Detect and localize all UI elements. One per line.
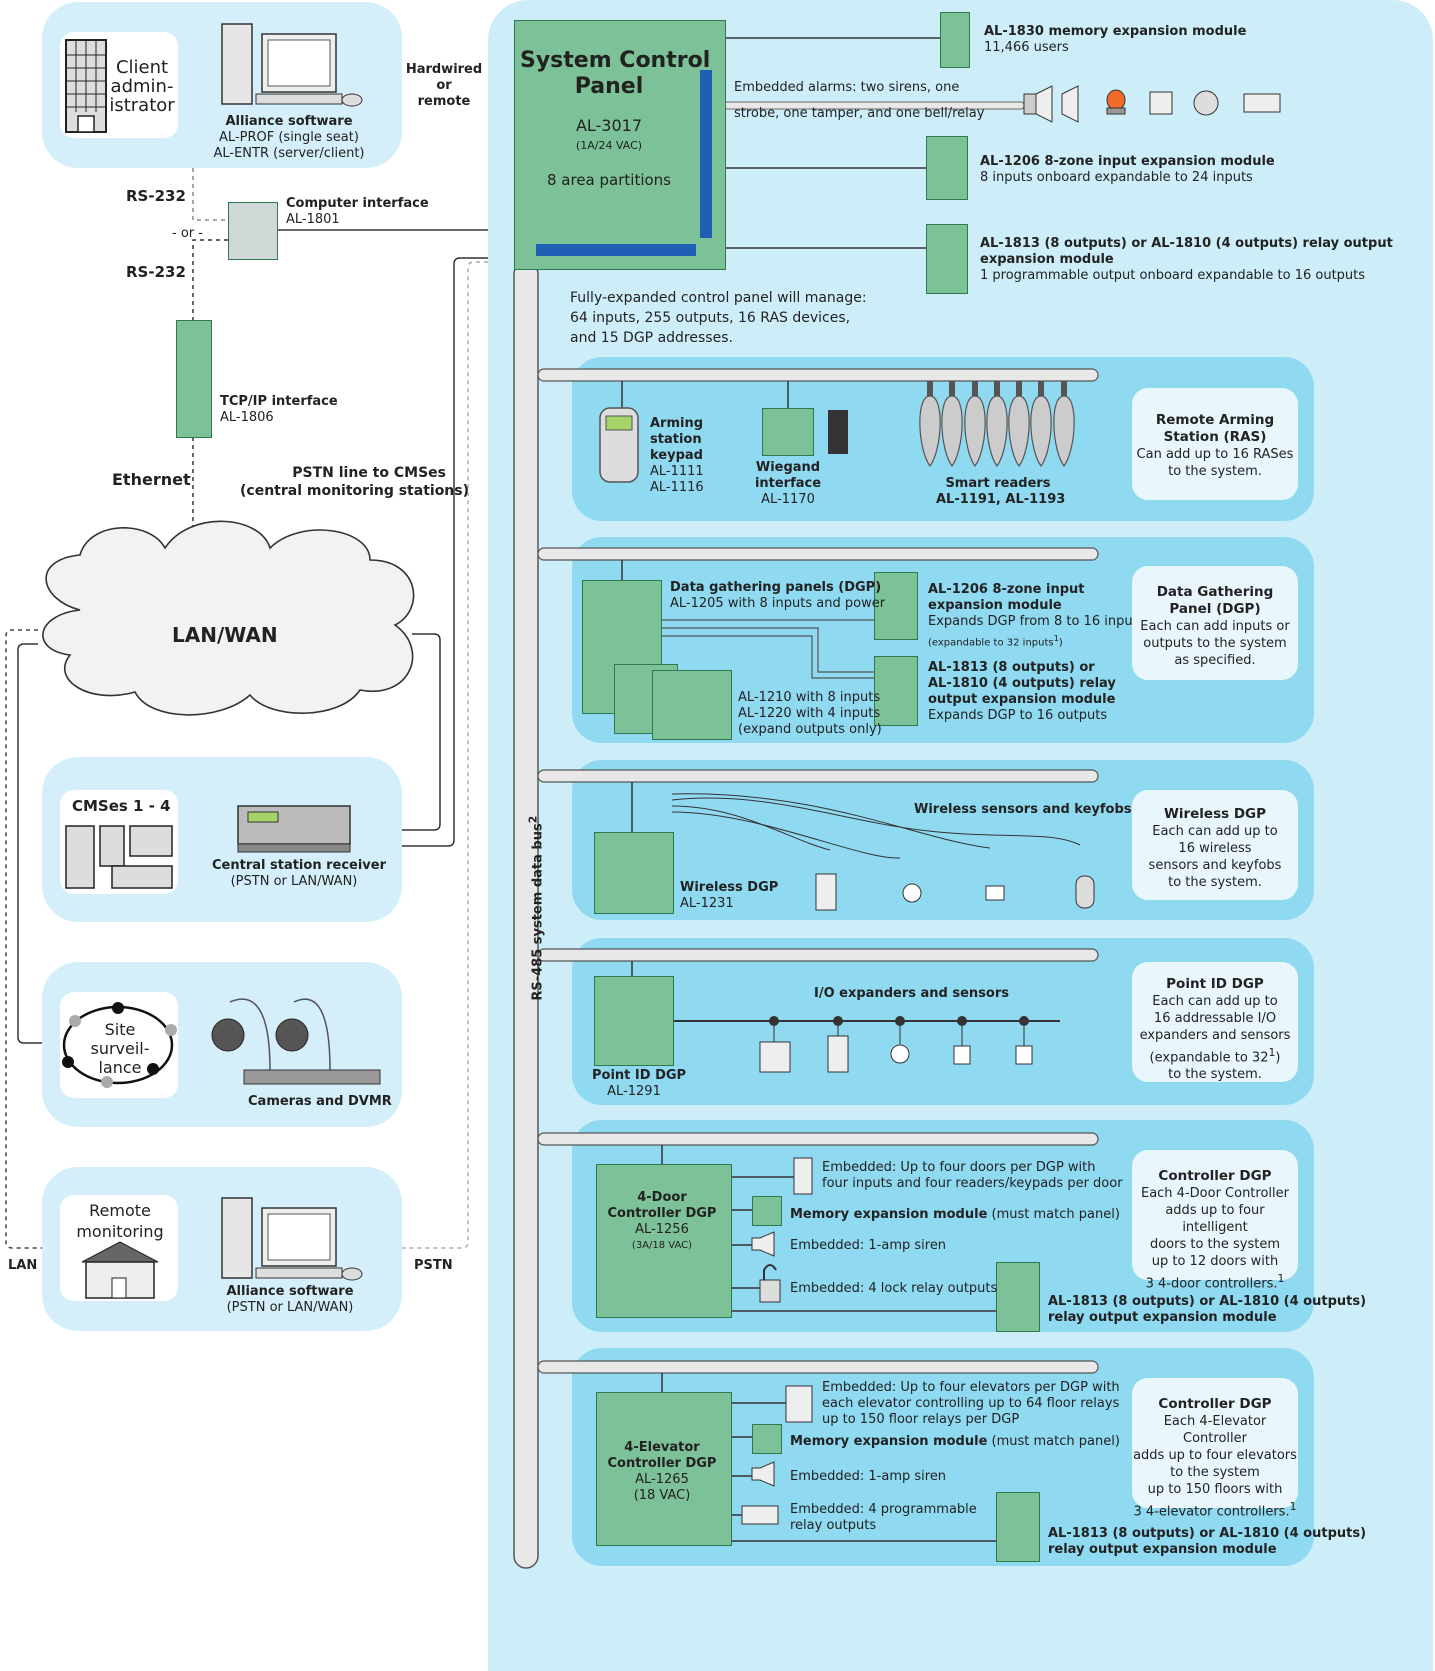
dgp-input-board [874, 572, 918, 640]
cloud-label: LAN/WAN [172, 623, 278, 647]
lan-label: LAN [8, 1258, 38, 1273]
elevator-memory-board [752, 1424, 782, 1454]
wireless-sensors-label: Wireless sensors and keyfobs [914, 802, 1132, 817]
elevator-relay-board [996, 1492, 1040, 1562]
elevator-info: Controller DGP Each 4-Elevator Controlle… [1132, 1378, 1298, 1519]
door-relay-label: AL-1813 (8 outputs) or AL-1810 (4 output… [1048, 1294, 1367, 1325]
ethernet-label: Ethernet [112, 470, 191, 489]
elevator-relay-label: AL-1813 (8 outputs) or AL-1810 (4 output… [1048, 1526, 1367, 1557]
memory-module-board [940, 12, 970, 68]
scp-title: System Control Panel [520, 48, 711, 99]
rs232-top-label: RS-232 [126, 187, 186, 205]
scp-power: (1A/24 VAC) [575, 139, 643, 152]
pointid-sensors-label: I/O expanders and sensors [814, 986, 1009, 1001]
or-label: - or - [172, 226, 203, 241]
dgp-board-3 [652, 670, 732, 740]
elevator-memory-label: Memory expansion module (must match pane… [790, 1434, 1120, 1449]
readers-label: Smart readers AL-1191, AL-1193 [936, 476, 1066, 507]
pstn-label: PSTN [414, 1258, 453, 1273]
dgp-models-label: AL-1210 with 8 inputs AL-1220 with 4 inp… [738, 690, 882, 737]
ras-info: Remote Arming Station (RAS) Can add up t… [1132, 388, 1298, 500]
door-memory-label: Memory expansion module (must match pane… [790, 1207, 1120, 1222]
embedded-alarms-l1: Embedded alarms: two sirens, one [734, 80, 960, 95]
relay-expansion-board [926, 224, 968, 294]
keypad-label: Arming station keypad AL-1111 AL-1116 [650, 416, 704, 495]
wiegand-board [762, 408, 814, 456]
dgp-label: Data gathering panels (DGP) AL-1205 with… [670, 580, 886, 611]
system-control-panel-board [514, 20, 726, 270]
rs232-bottom-label: RS-232 [126, 263, 186, 281]
door-lock-label: Embedded: 4 lock relay outputs [790, 1281, 998, 1296]
wireless-dgp-label: Wireless DGP AL-1231 [680, 880, 779, 911]
dgp-relay-board [874, 656, 918, 726]
door-siren-label: Embedded: 1-amp siren [790, 1238, 947, 1253]
elevator-controller-board [596, 1392, 732, 1546]
scp-terminal-bottom [536, 244, 696, 256]
scp-summary: Fully-expanded control panel will manage… [570, 290, 867, 346]
wireless-info: Wireless DGP Each can add up to 16 wirel… [1132, 790, 1298, 900]
elevator-prog-label: Embedded: 4 programmable relay outputs [790, 1502, 977, 1533]
pointid-dgp-label: Point ID DGP AL-1291 [592, 1068, 687, 1099]
embedded-alarms-l2: strobe, one tamper, and one bell/relay [734, 106, 985, 121]
dgp-input-label: AL-1206 8-zone input expansion module Ex… [928, 582, 1145, 649]
elevator-controller-label: 4-Elevator Controller DGP AL-1265 (18 VA… [607, 1440, 717, 1503]
bus-label: RS-485 system data bus2 [526, 815, 546, 1001]
cms-receiver-label: Central station receiver (PSTN or LAN/WA… [212, 858, 387, 889]
tcpip-board [176, 320, 212, 438]
pstn-cms-label: PSTN line to CMSes (central monitoring s… [240, 465, 470, 499]
relay-module-label: AL-1813 (8 outputs) or AL-1810 (4 output… [980, 236, 1393, 283]
scp-model: AL-3017 [575, 116, 643, 135]
wireless-dgp-board [594, 832, 674, 914]
client-software: Alliance software AL-PROF (single seat) … [213, 114, 365, 161]
door-embedded-label: Embedded: Up to four doors per DGP with … [822, 1160, 1123, 1191]
scp-partitions: 8 area partitions [546, 171, 671, 189]
dgp-info: Data Gathering Panel (DGP) Each can add … [1132, 566, 1298, 680]
pointid-dgp-board [594, 976, 674, 1066]
client-title: Client admin- istrator [109, 57, 175, 116]
site-title: Site surveil- lance [90, 1020, 150, 1077]
door-relay-board [996, 1262, 1040, 1332]
wiegand-label: Wiegand interface AL-1170 [754, 460, 822, 507]
door-controller-board [596, 1164, 732, 1318]
tcpip-label: TCP/IP interface AL-1806 [220, 394, 338, 425]
door-controller-label: 4-Door Controller DGP AL-1256 (3A/18 VAC… [607, 1190, 717, 1251]
scp-terminal-right [700, 70, 712, 238]
memory-module-label: AL-1830 memory expansion module 11,466 u… [984, 24, 1247, 55]
link-mode-label: Hardwired or remote [405, 62, 483, 109]
elevator-embedded-label: Embedded: Up to four elevators per DGP w… [822, 1380, 1120, 1427]
cameras-label: Cameras and DVMR [248, 1094, 392, 1109]
door-memory-board [752, 1196, 782, 1226]
elevator-siren-label: Embedded: 1-amp siren [790, 1469, 947, 1484]
computer-interface-label: Computer interface AL-1801 [286, 196, 429, 227]
cms-title: CMSes 1 - 4 [72, 797, 171, 815]
remote-title: Remote monitoring [76, 1201, 164, 1241]
pointid-info: Point ID DGP Each can add up to 16 addre… [1132, 962, 1298, 1082]
dgp-relay-label: AL-1813 (8 outputs) or AL-1810 (4 output… [928, 660, 1116, 723]
input-module-label: AL-1206 8-zone input expansion module 8 … [980, 154, 1275, 185]
input-expansion-board [926, 136, 968, 200]
computer-interface-board [228, 202, 278, 260]
remote-software-label: Alliance software (PSTN or LAN/WAN) [226, 1284, 354, 1315]
door-info: Controller DGP Each 4-Door Controller ad… [1132, 1150, 1298, 1291]
